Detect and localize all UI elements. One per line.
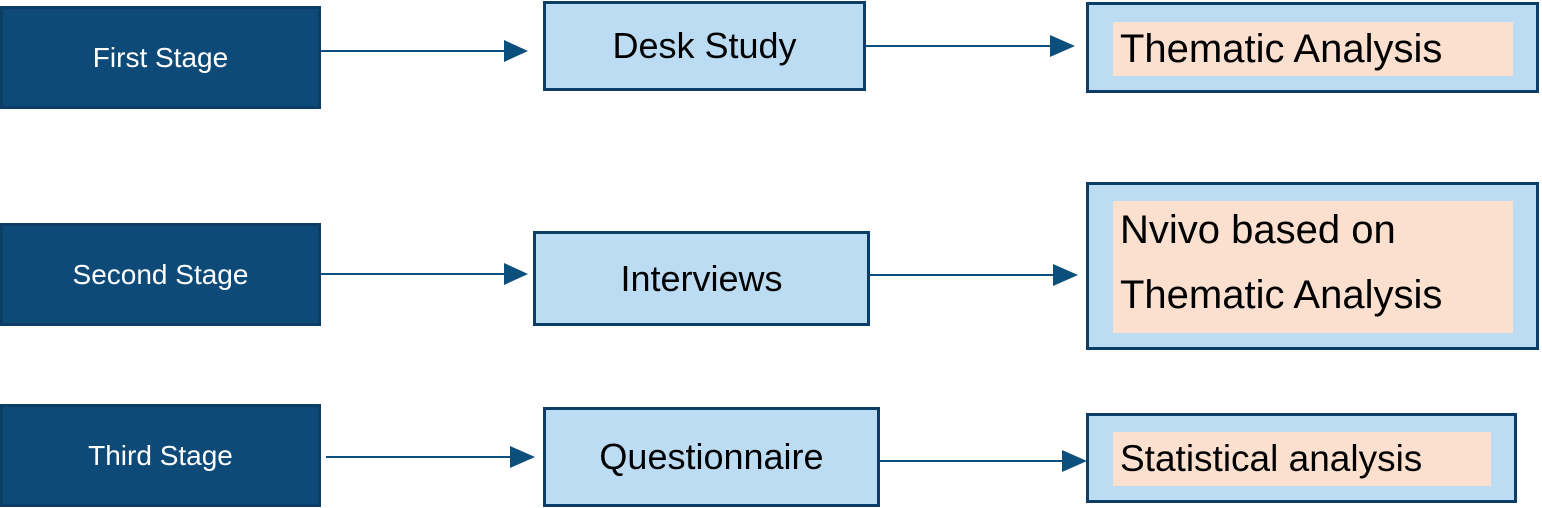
arrowhead-stage1-to-method1 [504, 40, 528, 62]
arrowhead-method2-to-analysis2 [1053, 264, 1078, 286]
analysis-highlight: Thematic Analysis [1113, 22, 1513, 76]
arrowhead-method1-to-analysis1 [1050, 35, 1075, 57]
analysis-line: Thematic Analysis [1120, 27, 1443, 71]
stage-box-first: First Stage [0, 6, 321, 109]
arrowhead-stage3-to-method3 [510, 446, 535, 468]
stage-label: Third Stage [88, 439, 233, 471]
stage-label: First Stage [92, 41, 229, 73]
arrowhead-method3-to-analysis3 [1062, 450, 1087, 472]
method-label: Desk Study [612, 25, 797, 66]
method-box-desk-study: Desk Study [543, 1, 866, 91]
analysis-highlight: Nvivo based on Thematic Analysis [1113, 201, 1513, 333]
method-box-interviews: Interviews [533, 231, 870, 326]
analysis-box-third: Statistical analysis [1086, 413, 1517, 503]
stage-label: Second Stage [72, 258, 249, 290]
method-label: Questionnaire [599, 436, 824, 477]
analysis-box-first: Thematic Analysis [1086, 2, 1539, 93]
method-label: Interviews [620, 257, 783, 299]
method-box-questionnaire: Questionnaire [543, 407, 880, 507]
analysis-box-second: Nvivo based on Thematic Analysis [1086, 182, 1539, 350]
analysis-line: Nvivo based on [1120, 208, 1396, 252]
analysis-line: Statistical analysis [1120, 438, 1423, 479]
arrowhead-stage2-to-method2 [504, 263, 528, 285]
stage-box-third: Third Stage [0, 404, 321, 507]
analysis-highlight: Statistical analysis [1113, 432, 1491, 486]
stage-box-second: Second Stage [0, 223, 321, 326]
analysis-line: Thematic Analysis [1120, 273, 1443, 317]
